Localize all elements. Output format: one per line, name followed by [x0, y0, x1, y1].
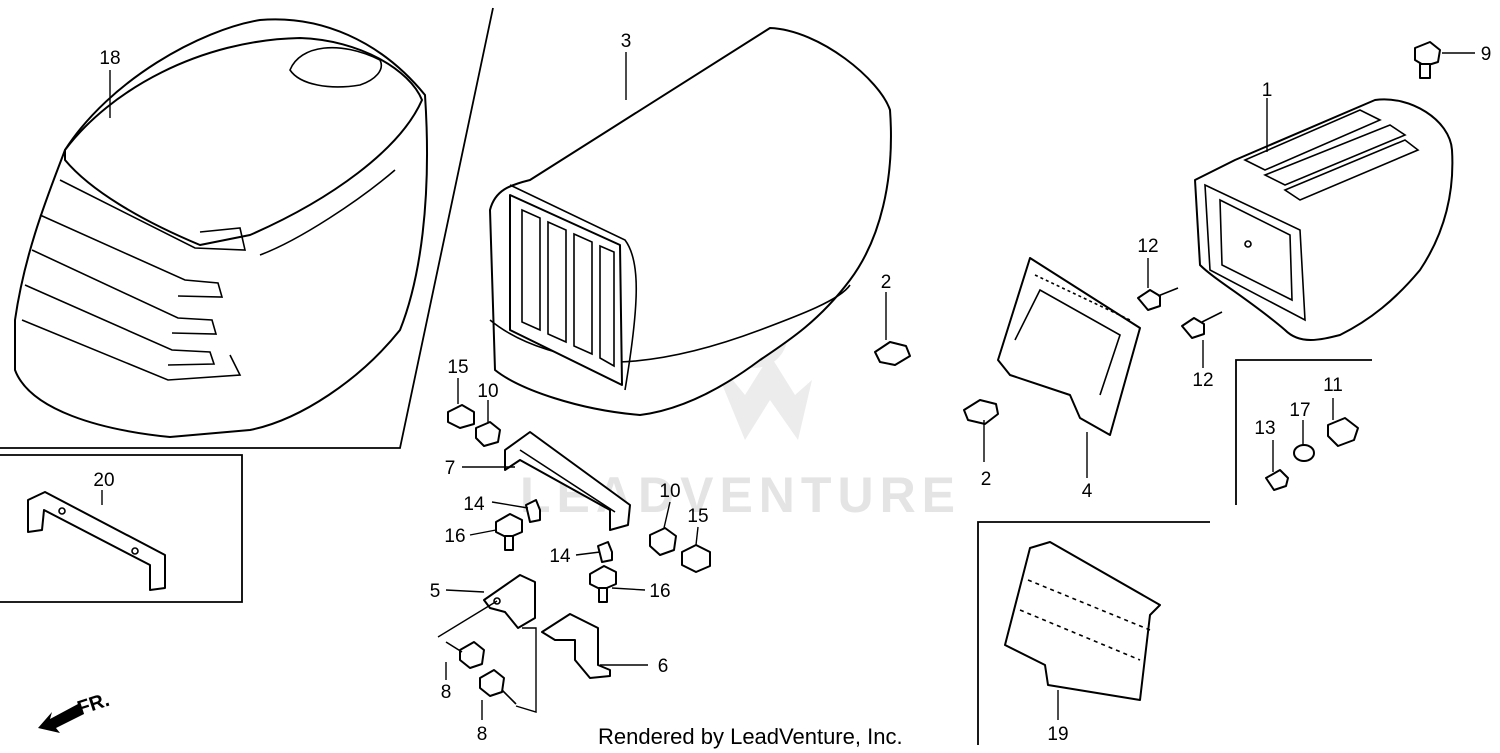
callouts: 18 3 9 1 2 12 12 15 10 7 14 16 10 15 14 …: [93, 31, 1491, 745]
callout-13: 13: [1254, 418, 1275, 439]
callout-14-upper: 14: [463, 494, 485, 515]
callout-16-left: 16: [444, 526, 465, 547]
callout-15-lower: 15: [687, 506, 708, 527]
part-18-hood: [14, 18, 429, 438]
callout-5: 5: [430, 581, 441, 602]
part-6-bracket: [541, 613, 611, 679]
direction-label: FR.: [75, 689, 112, 720]
callout-11: 11: [1323, 375, 1343, 396]
callout-3: 3: [621, 31, 632, 52]
callout-7: 7: [445, 458, 456, 479]
part-3-hood-body: [489, 27, 892, 416]
part-1-grille: [1194, 98, 1454, 341]
part-5-bracket: [483, 574, 536, 629]
callout-9: 9: [1481, 44, 1492, 65]
leader-lines: [101, 52, 1475, 720]
callout-2-lower: 2: [981, 469, 992, 490]
callout-16-right: 16: [649, 581, 670, 602]
front-direction-indicator: FR.: [38, 689, 112, 733]
callout-2-upper: 2: [881, 272, 892, 293]
callout-19: 19: [1047, 724, 1068, 745]
callout-10-lower: 10: [659, 481, 680, 502]
callout-14-lower: 14: [549, 546, 571, 567]
watermark: LEADVENTURE: [520, 245, 955, 523]
callout-4: 4: [1082, 481, 1093, 502]
callout-15-upper: 15: [447, 357, 468, 378]
callout-10-upper: 10: [477, 381, 498, 402]
part-4-screen: [997, 257, 1141, 436]
frame-borders: [0, 7, 1372, 745]
part-19-plate: [1004, 541, 1161, 701]
footer-credit: Rendered by LeadVenture, Inc.: [598, 724, 903, 749]
fasteners: [445, 41, 1441, 705]
callout-8-lower: 8: [477, 724, 488, 745]
part-20-bracket: [27, 491, 166, 591]
direction-arrow-icon: [38, 704, 84, 733]
callout-17: 17: [1289, 400, 1310, 421]
callout-8-upper: 8: [441, 682, 452, 703]
callout-6: 6: [658, 656, 669, 677]
callout-18: 18: [99, 48, 120, 69]
callout-20: 20: [93, 470, 114, 491]
callout-12-upper: 12: [1137, 236, 1158, 257]
callout-12-lower: 12: [1192, 370, 1213, 391]
callout-1: 1: [1262, 80, 1273, 101]
